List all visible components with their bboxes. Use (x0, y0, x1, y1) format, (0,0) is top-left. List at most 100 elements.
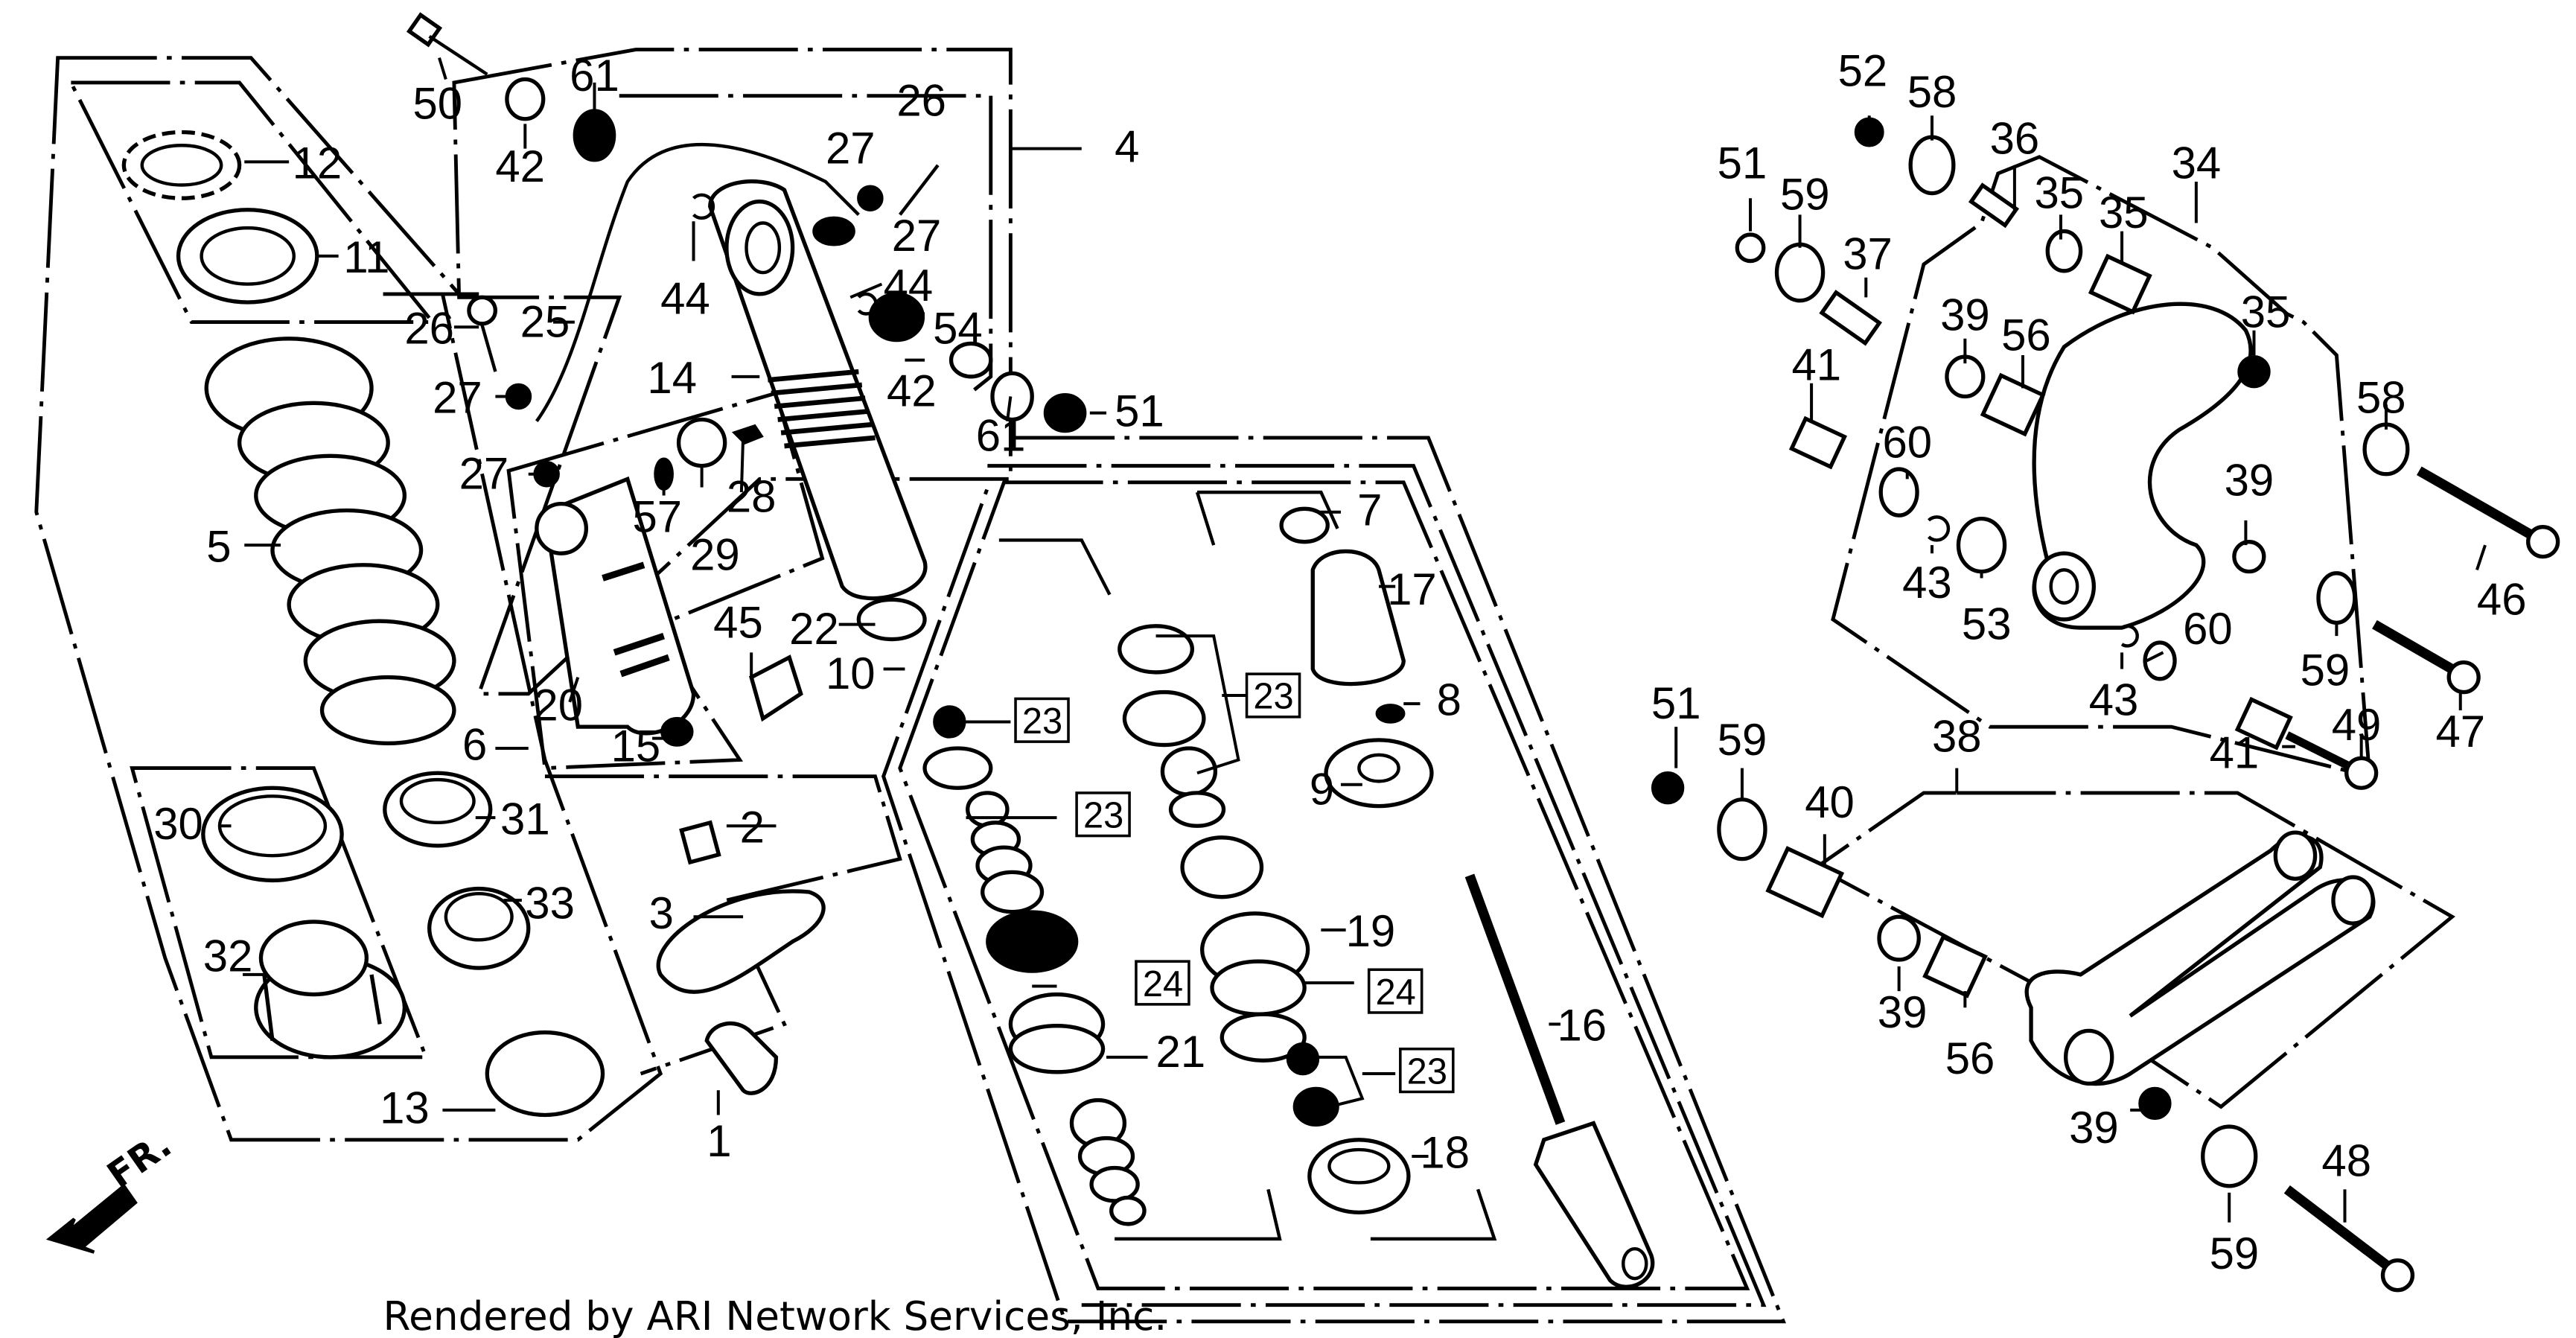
bolt-47-icon (2372, 619, 2464, 678)
callout-58: 58 (1907, 67, 1957, 117)
outline-damper-group (452, 48, 1013, 696)
outline-spring-seat-group (130, 766, 429, 1060)
bracket-right (1195, 490, 1339, 546)
callout-30: 30 (153, 799, 203, 849)
callout-10: 10 (826, 649, 876, 698)
callout-60: 60 (2183, 604, 2233, 654)
callout-8: 8 (1437, 675, 1461, 725)
bearing-39c-icon (1877, 914, 1921, 962)
shock-spring-5-icon (204, 337, 456, 745)
bump-rubber-17-icon (1310, 549, 1406, 686)
stopper-ring-22-icon (856, 597, 927, 642)
callout-22: 22 (789, 604, 839, 654)
callout-27: 27 (826, 124, 876, 173)
valve-cap-15-icon (660, 716, 694, 747)
callout-51: 51 (1718, 138, 1767, 188)
seal-59c-icon (1717, 797, 1767, 861)
bearing-39b-icon (2232, 540, 2266, 574)
callout-9: 9 (1310, 764, 1334, 814)
callout-28: 28 (727, 472, 777, 522)
callout-60: 60 (1882, 418, 1932, 468)
callout-42: 42 (887, 366, 937, 416)
callout-32: 32 (203, 931, 253, 981)
bolt-48-icon (2283, 1185, 2394, 1273)
leader-lines (219, 57, 2487, 1223)
pin-36-icon (1968, 182, 2020, 229)
callout-40: 40 (1805, 777, 1855, 827)
seal-60b-icon (2143, 640, 2177, 681)
nut-51c-icon (1651, 771, 1685, 805)
outline-rebuild-kit-mid (987, 464, 1767, 1307)
front-direction-indicator: FR. (45, 1124, 179, 1254)
lock-nut-11-icon (176, 208, 319, 305)
cushion-arm-34-icon (2032, 302, 2253, 630)
callout-18: 18 (1420, 1127, 1470, 1177)
washer-61b-icon (990, 371, 1034, 422)
callout-27: 27 (433, 373, 482, 423)
callout-37: 37 (1843, 229, 1893, 279)
callout-56: 56 (1945, 1033, 1995, 1083)
cover-1-icon (704, 1021, 779, 1095)
outline-spring-collars (68, 80, 437, 325)
callout-48: 48 (2321, 1136, 2371, 1186)
callout-31: 31 (500, 794, 550, 844)
callout-53: 53 (1962, 599, 2012, 649)
boxed-callout-23: 23 (1075, 791, 1131, 838)
callout-13: 13 (380, 1083, 430, 1133)
callout-11: 11 (343, 232, 389, 282)
valve-stack-right-icon (1118, 624, 1411, 1215)
bearing-35c-icon (2237, 354, 2271, 389)
callout-58: 58 (2356, 373, 2406, 423)
seal-60a-icon (1878, 467, 1919, 517)
washer-27c-icon (857, 185, 884, 211)
callout-3: 3 (649, 888, 674, 938)
svg-text:23: 23 (1083, 795, 1123, 835)
svg-text:23: 23 (1022, 701, 1062, 742)
callout-6: 6 (462, 720, 487, 770)
callout-54: 54 (933, 303, 983, 353)
callout-44: 44 (884, 261, 934, 310)
callout-56: 56 (2001, 310, 2051, 360)
callout-5: 5 (206, 521, 231, 571)
stopper-plate-9-icon (1324, 738, 1434, 809)
svg-text:23: 23 (1253, 677, 1293, 717)
collar-56a-icon (1980, 372, 2046, 437)
svg-text:24: 24 (1376, 972, 1416, 1013)
reservoir-hose-25-icon (535, 142, 860, 423)
front-label: FR. (100, 1124, 179, 1197)
callout-52: 52 (1838, 45, 1888, 95)
bearing-53-icon (1956, 516, 2007, 574)
boxed-callout-24: 24 (1135, 960, 1190, 1006)
seal-31-icon (383, 771, 493, 848)
callout-41: 41 (2210, 728, 2260, 778)
damper-rod-16-icon (1464, 873, 1655, 1289)
callout-61: 61 (976, 411, 1026, 461)
washer-61-icon (573, 109, 616, 162)
callout-49: 49 (2332, 700, 2382, 750)
band-3-icon (656, 889, 826, 994)
callout-21: 21 (1156, 1027, 1206, 1077)
callout-27: 27 (459, 449, 509, 499)
bracket-bottom-left (1115, 1188, 1282, 1241)
callout-41: 41 (1791, 340, 1841, 389)
callout-25: 25 (520, 297, 570, 347)
bolt-26b-icon (899, 164, 940, 216)
washer-58b-icon (2362, 422, 2410, 477)
callout-4: 4 (1115, 121, 1139, 171)
callout-26: 26 (896, 75, 946, 125)
collar-56b-icon (1922, 934, 1988, 998)
callout-39: 39 (2069, 1103, 2119, 1153)
callout-2: 2 (740, 802, 765, 852)
callout-17: 17 (1387, 564, 1437, 614)
bushing-54-icon (868, 292, 925, 343)
callout-19: 19 (1346, 906, 1396, 956)
seal-30-icon (201, 786, 344, 883)
callout-45: 45 (713, 597, 763, 647)
outline-rebuild-kit-inner (898, 480, 1750, 1290)
circlip-43b-icon (2120, 624, 2139, 648)
callout-38: 38 (1932, 711, 1982, 761)
callout-59: 59 (2301, 646, 2350, 695)
bearing-39d-icon (2138, 1086, 2172, 1121)
clip-2-icon (679, 820, 721, 865)
